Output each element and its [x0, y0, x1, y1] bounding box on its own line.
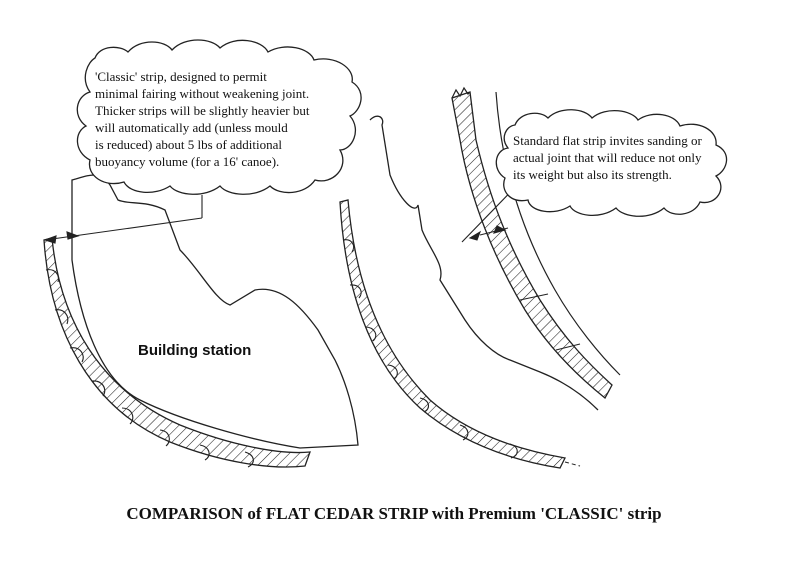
- classic-thickness-arrow: [43, 195, 203, 244]
- flat-strip-inner-line: [495, 91, 621, 376]
- classic-callout-cloud: [76, 39, 362, 195]
- flat-callout-cloud: [495, 109, 728, 217]
- classic-strip-joints: [45, 269, 254, 468]
- flat-strip-callout-text: Standard flat strip invites sanding or a…: [513, 133, 702, 182]
- flat-strip-band: [451, 91, 613, 399]
- middle-strip-band: [339, 199, 566, 469]
- middle-station-outline: [369, 115, 599, 411]
- middle-strip-joints: [342, 239, 518, 459]
- building-station-label: Building station: [138, 342, 252, 359]
- classic-strip-band: [43, 237, 311, 468]
- building-station-outline: [71, 174, 359, 449]
- classic-strip-callout-text: 'Classic' strip, designed to permit mini…: [95, 69, 310, 169]
- diagram-caption: COMPARISON of FLAT CEDAR STRIP with Prem…: [126, 504, 662, 523]
- flat-strip-broken-end: [451, 86, 471, 99]
